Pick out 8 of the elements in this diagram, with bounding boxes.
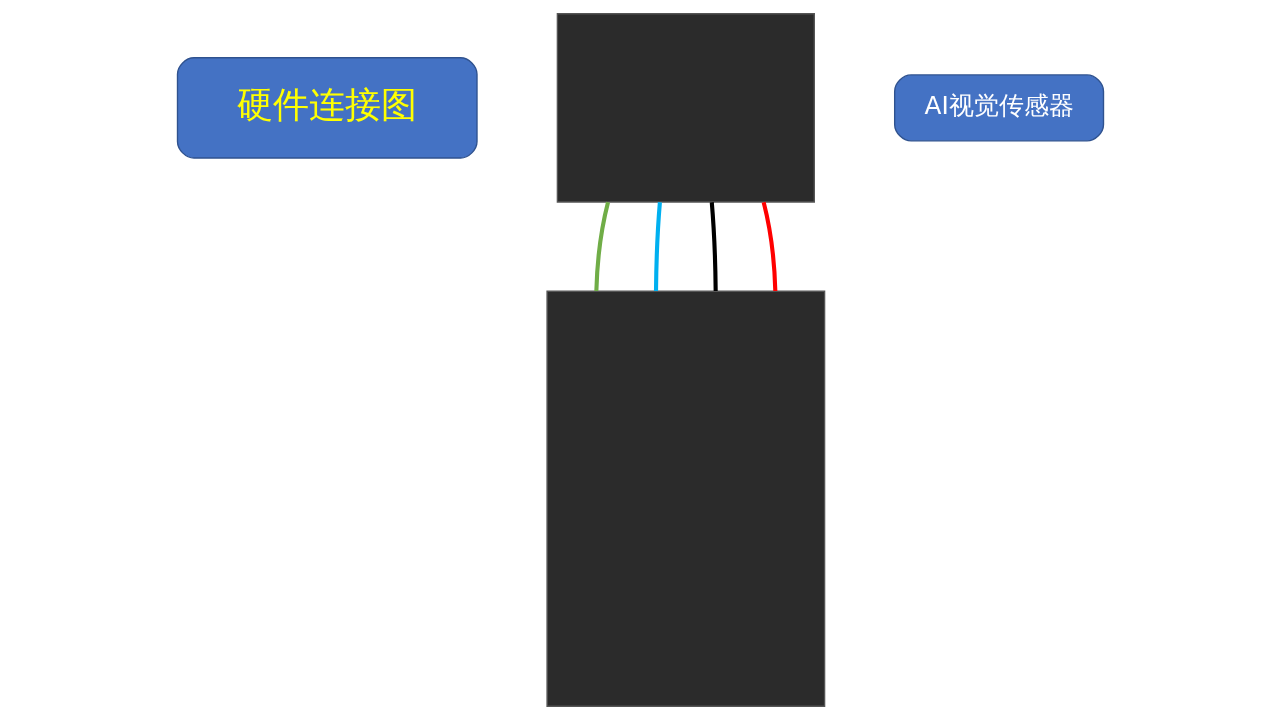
node-box: 硬件连接图 bbox=[176, 57, 478, 159]
node-box bbox=[545, 290, 825, 707]
connector bbox=[593, 201, 610, 292]
connector bbox=[653, 202, 662, 291]
node-box: AI视觉传感器 bbox=[893, 74, 1104, 142]
connector bbox=[761, 201, 777, 292]
node-box bbox=[556, 13, 815, 203]
connector bbox=[709, 202, 718, 291]
